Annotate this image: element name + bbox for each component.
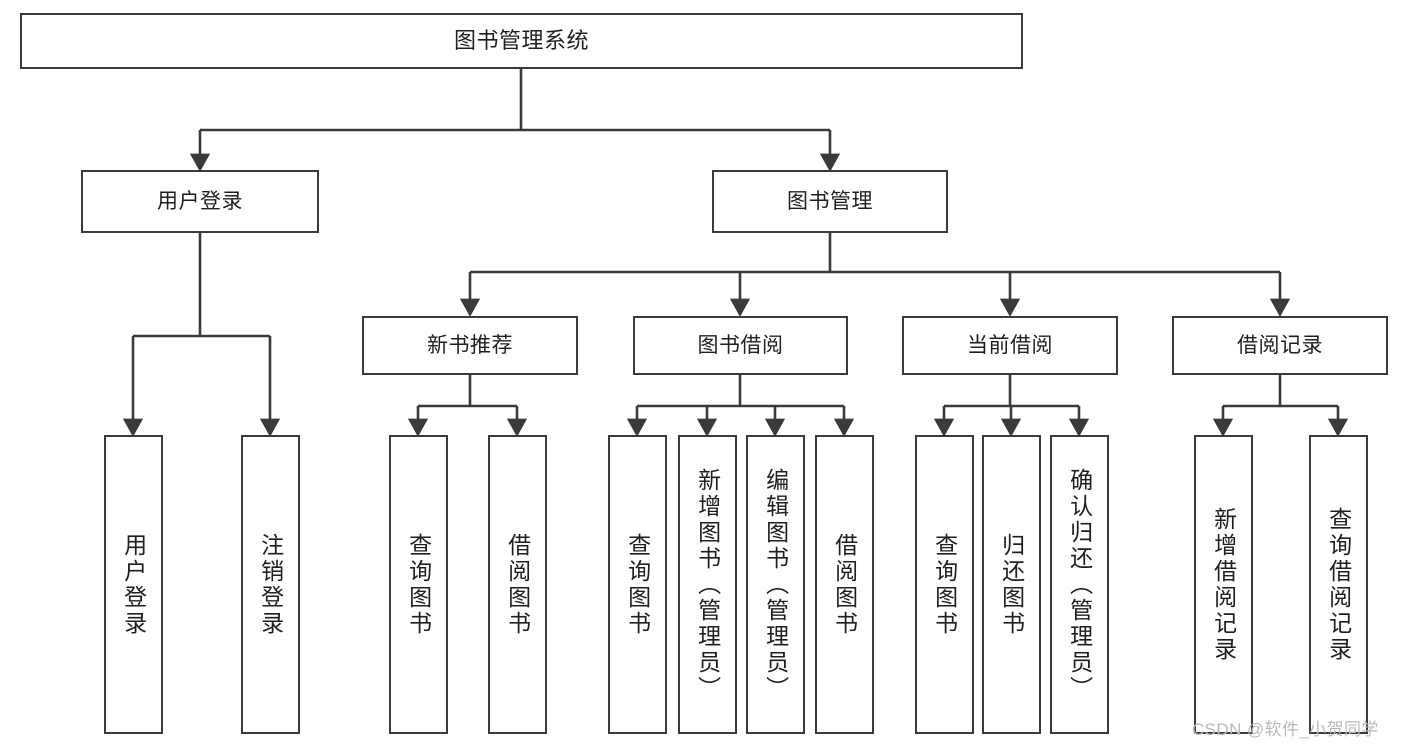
node-label: 借阅记录 <box>1237 333 1323 357</box>
node-label: 编辑图书（管理员） <box>762 467 789 702</box>
node-label: 用户登录 <box>157 189 243 213</box>
node-label: 借阅图书 <box>831 532 858 637</box>
node-label: 注销登录 <box>257 532 284 637</box>
node-borrow-record[interactable]: 借阅记录 <box>1172 316 1388 375</box>
leaf-return-book[interactable]: 归还图书 <box>982 435 1041 734</box>
node-label: 新增图书（管理员） <box>694 467 721 702</box>
node-label: 借阅图书 <box>504 532 531 637</box>
node-book-borrow[interactable]: 图书借阅 <box>633 316 848 375</box>
node-label: 归还图书 <box>998 532 1025 637</box>
leaf-query-book-current[interactable]: 查询图书 <box>915 435 974 734</box>
csdn-watermark: CSDN @软件_小贺同学 <box>1192 720 1379 739</box>
node-user-login[interactable]: 用户登录 <box>81 170 319 233</box>
leaf-add-book-admin[interactable]: 新增图书（管理员） <box>678 435 737 734</box>
node-label: 新增借阅记录 <box>1210 506 1237 663</box>
leaf-add-borrow-record[interactable]: 新增借阅记录 <box>1194 435 1253 734</box>
leaf-query-book-recommend[interactable]: 查询图书 <box>389 435 448 734</box>
node-book-management[interactable]: 图书管理 <box>712 170 948 233</box>
node-label: 查询图书 <box>931 532 958 637</box>
leaf-logout-login[interactable]: 注销登录 <box>241 435 300 734</box>
node-label: 当前借阅 <box>967 333 1053 357</box>
node-label: 确认归还（管理员） <box>1066 467 1093 702</box>
leaf-edit-book-admin[interactable]: 编辑图书（管理员） <box>746 435 805 734</box>
node-label: 图书借阅 <box>697 333 784 357</box>
leaf-query-book-borrow[interactable]: 查询图书 <box>608 435 667 734</box>
node-label: 查询借阅记录 <box>1325 506 1352 663</box>
node-label: 查询图书 <box>405 532 432 637</box>
leaf-query-borrow-record[interactable]: 查询借阅记录 <box>1309 435 1368 734</box>
leaf-borrow-book[interactable]: 借阅图书 <box>815 435 874 734</box>
node-label: 查询图书 <box>624 532 651 637</box>
node-root-book-management-system[interactable]: 图书管理系统 <box>20 13 1023 69</box>
node-label: 新书推荐 <box>427 333 513 357</box>
leaf-borrow-book-recommend[interactable]: 借阅图书 <box>488 435 547 734</box>
node-label: 图书管理 <box>787 189 873 213</box>
node-label: 图书管理系统 <box>453 27 589 53</box>
node-label: 用户登录 <box>120 532 147 637</box>
leaf-user-login[interactable]: 用户登录 <box>104 435 163 734</box>
node-current-borrow[interactable]: 当前借阅 <box>902 316 1118 375</box>
leaf-confirm-return-admin[interactable]: 确认归还（管理员） <box>1050 435 1109 734</box>
node-new-book-recommend[interactable]: 新书推荐 <box>362 316 578 375</box>
